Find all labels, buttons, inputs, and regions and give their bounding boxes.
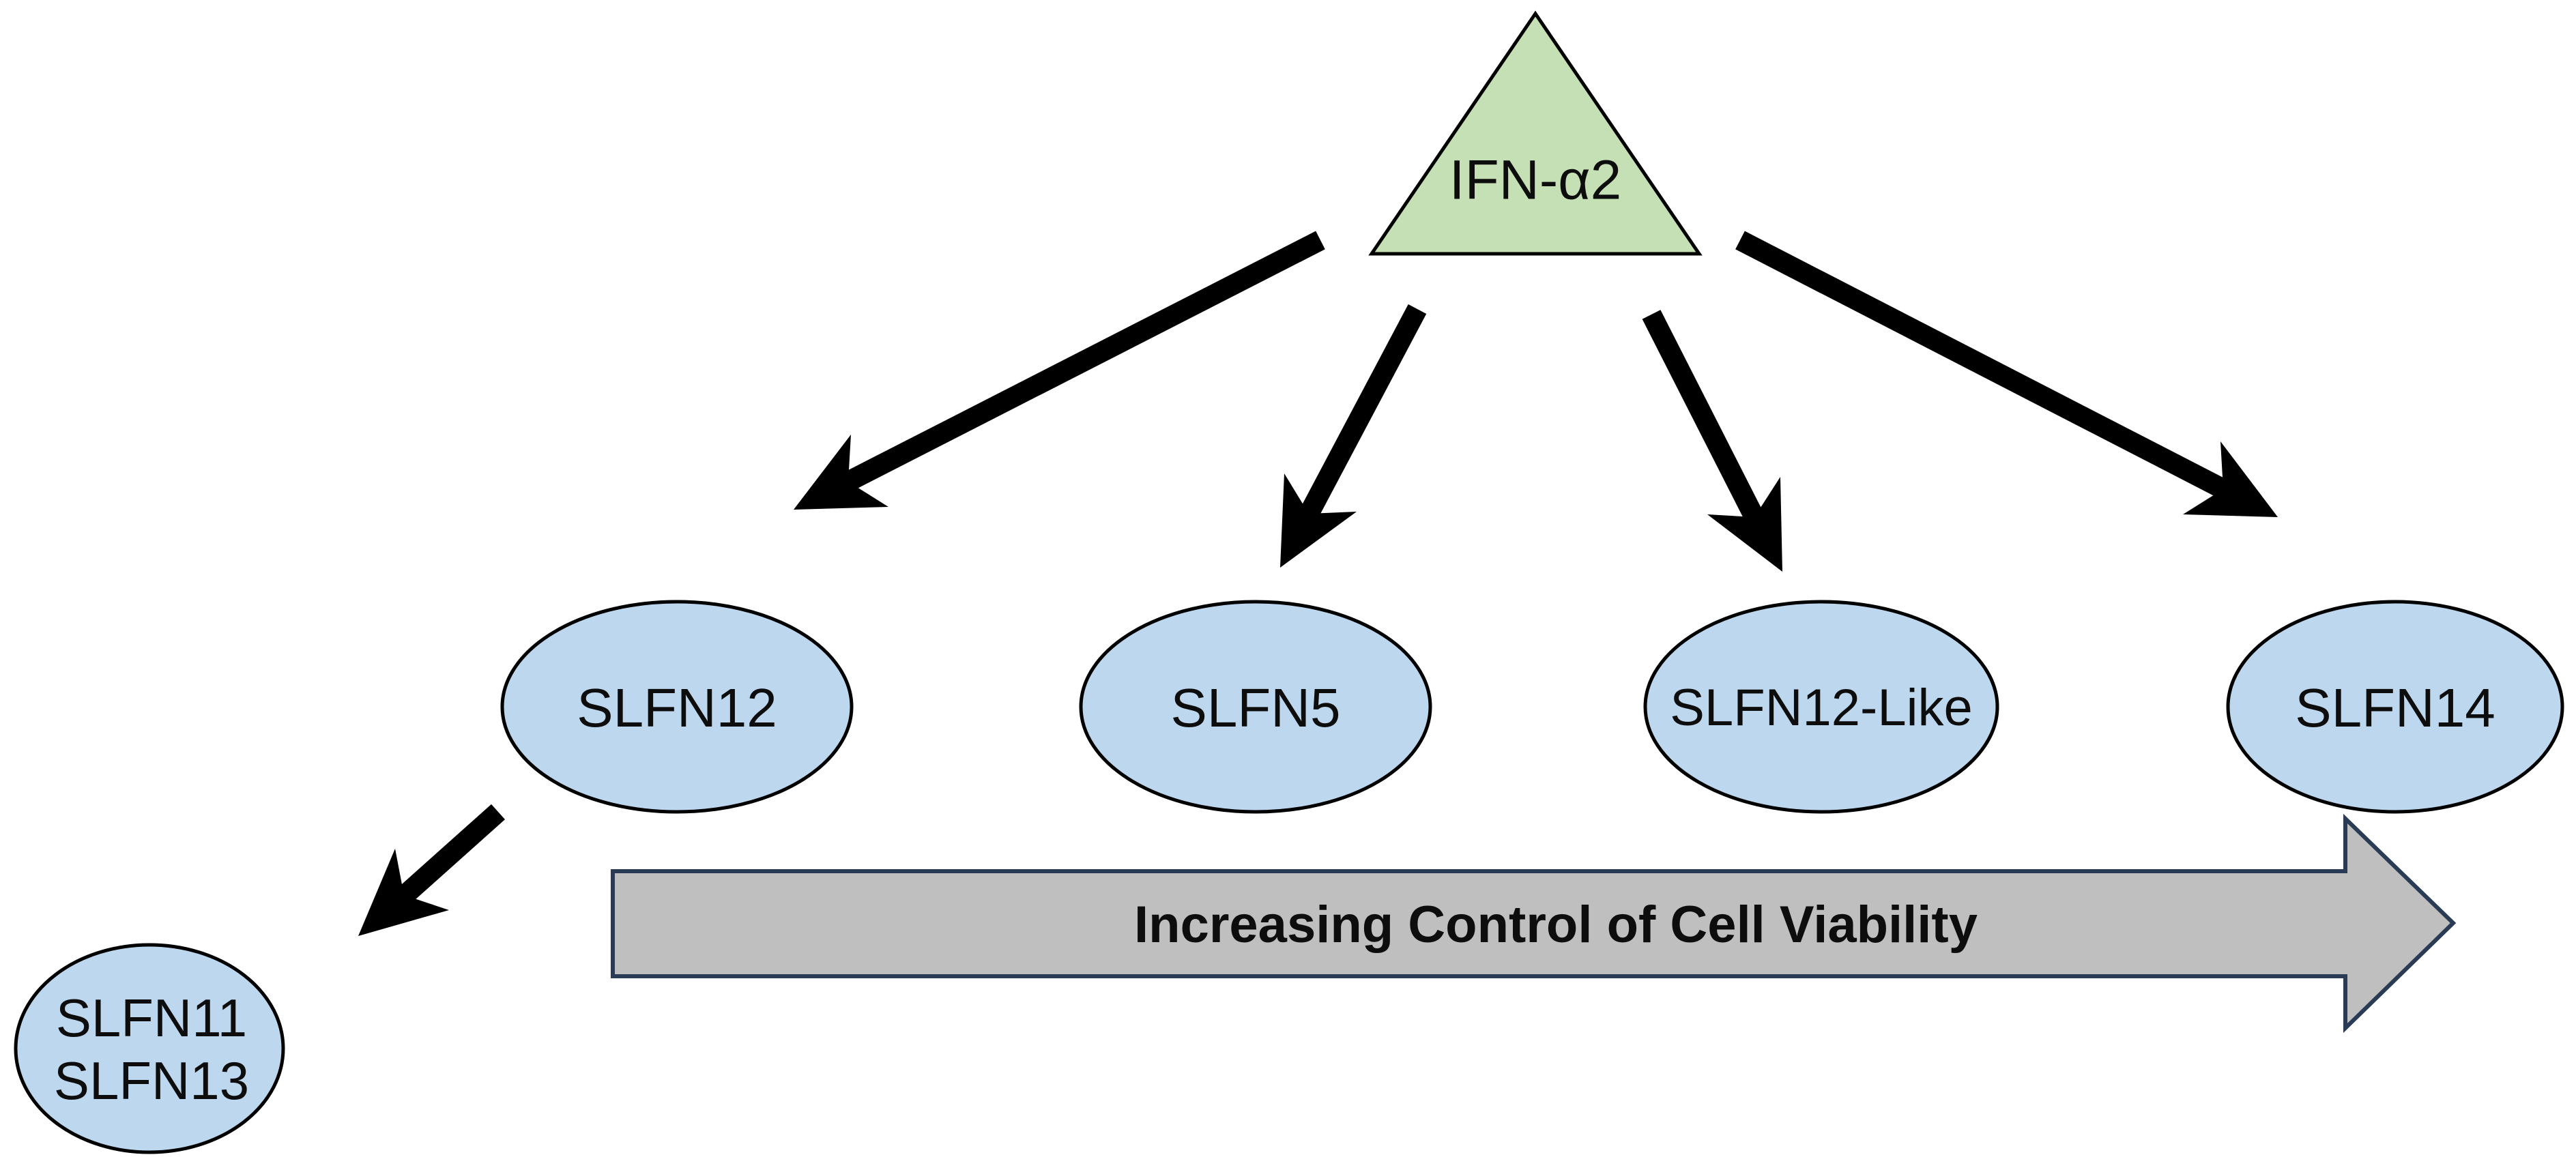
arrow-ifn-to-slfn5 bbox=[1280, 304, 1427, 568]
ifn-a2-triangle bbox=[1368, 10, 1703, 256]
arrow-slfn12-to-slfn11-13 bbox=[358, 804, 505, 936]
slfn12-label: SLFN12 bbox=[577, 677, 777, 738]
slfn12-like-label: SLFN12-Like bbox=[1670, 679, 1973, 737]
ifn-a2-label: IFN-α2 bbox=[1449, 149, 1622, 211]
slfn13-label-line: SLFN13 bbox=[53, 1051, 250, 1111]
node-slfn5 bbox=[1079, 600, 1432, 814]
slfn11-label-line: SLFN11 bbox=[55, 987, 248, 1048]
arrow-ifn-to-slfn12-like bbox=[1642, 310, 1782, 572]
node-slfn11-slfn13 bbox=[14, 943, 285, 1154]
arrow-ifn-to-slfn12 bbox=[794, 231, 1325, 510]
slfn14-label: SLFN14 bbox=[2295, 677, 2495, 738]
viability-axis-arrow bbox=[611, 813, 2457, 1034]
slfn5-label: SLFN5 bbox=[1170, 677, 1341, 738]
node-slfn12 bbox=[500, 600, 854, 814]
slfn11-slfn13-label: SLFN11 SLFN13 bbox=[54, 986, 249, 1112]
node-slfn12-like bbox=[1643, 600, 1999, 814]
node-slfn14 bbox=[2226, 600, 2564, 814]
viability-axis-label: Increasing Control of Cell Viability bbox=[1134, 896, 1978, 954]
arrow-ifn-to-slfn14 bbox=[1735, 231, 2278, 517]
